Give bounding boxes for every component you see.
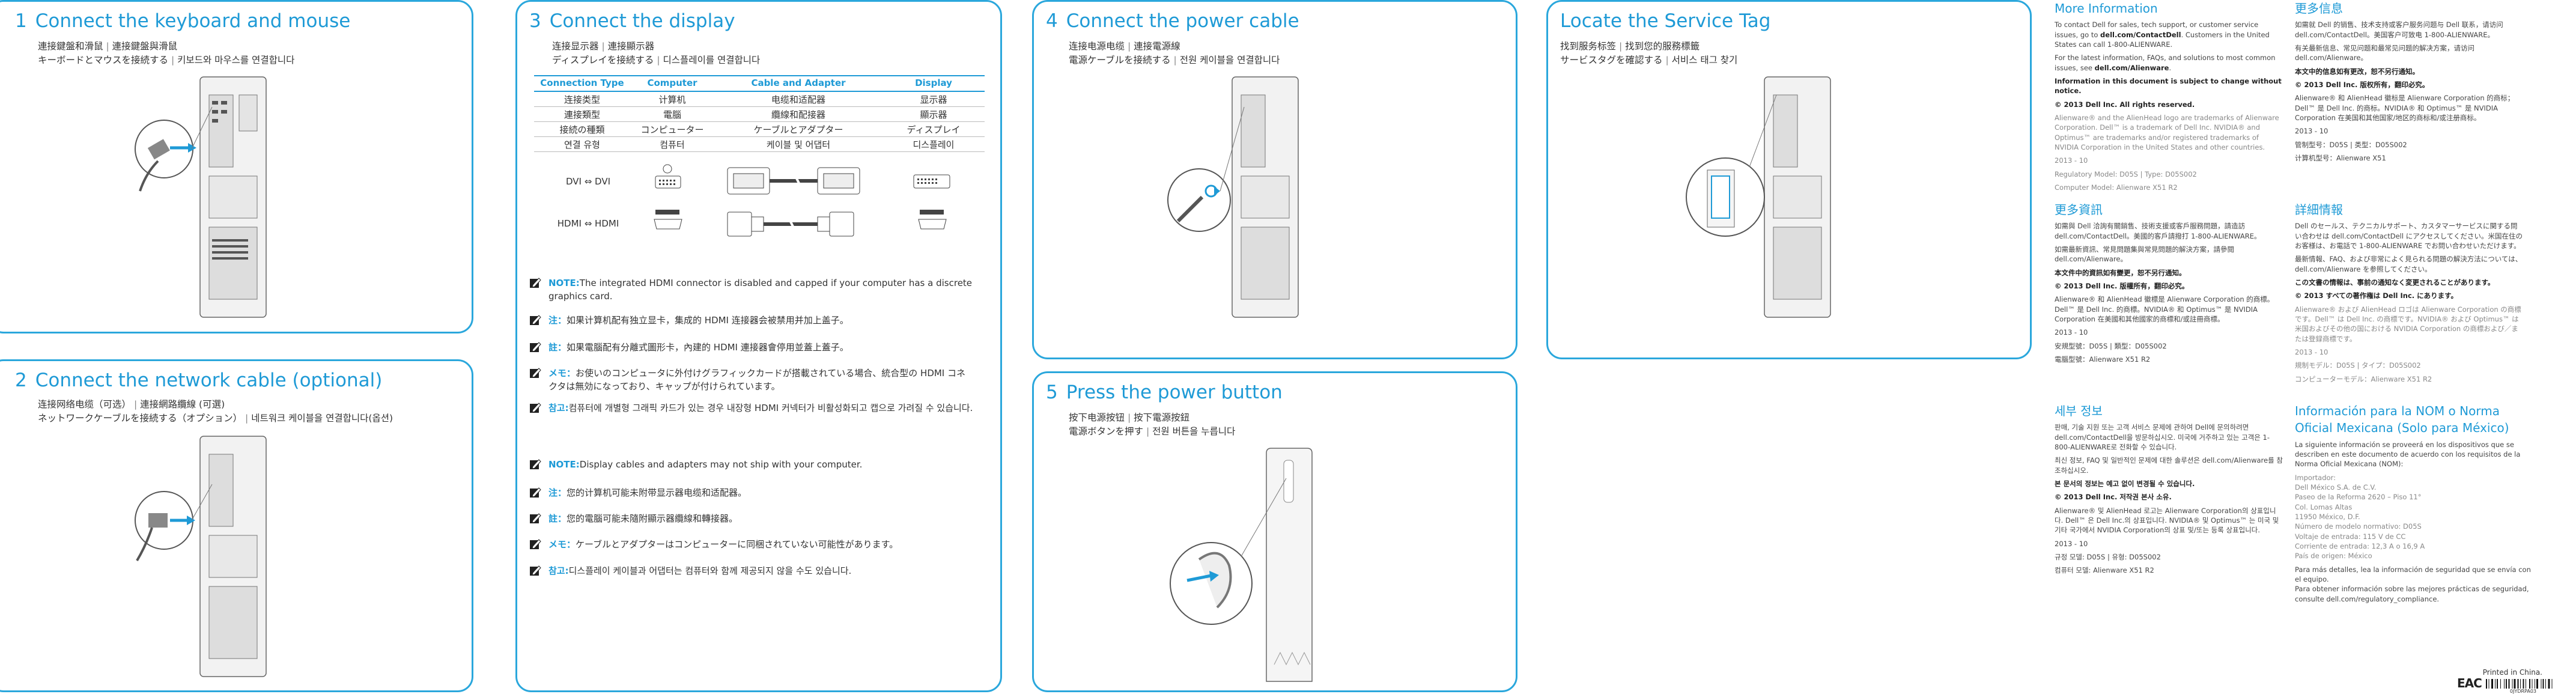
subtitle-zh: 连接网络电缆（可选） | 連接網路纜線 (可選)	[38, 399, 225, 410]
subtitle-ja-ko: 電源ボタンを押す | 전원 버튼을 누릅니다	[1069, 426, 1236, 437]
note-label: 注：	[548, 315, 567, 326]
note-label: NOTE:	[548, 459, 580, 470]
note-item: NOTE:Display cables and adapters may not…	[529, 458, 974, 472]
info-simplified-chinese: 更多信息 如需就 Dell 的销售、技术支持或客户服务问题与 Dell 联系，请…	[2295, 0, 2523, 166]
info-title: Información para la NOM o Norma Oficial …	[2295, 404, 2509, 436]
note-pencil-icon	[530, 565, 541, 576]
computer-rear-network-illustration	[135, 436, 267, 677]
panel-locate-service-tag: Locate the Service Tag 找到服务标签 | 找到您的服務標籤…	[1546, 0, 2032, 359]
note-pencil-icon	[530, 278, 541, 288]
computer-front-power-button-illustration	[1170, 448, 1313, 682]
note-text: 如果计算机配有独立显卡，集成的 HDMI 连接器会被禁用并加上盖子。	[567, 315, 849, 326]
info-title: 更多信息	[2295, 1, 2343, 16]
table-row: 连接类型计算机电缆和适配器显示器	[534, 91, 985, 107]
dvi-label: DVI ⇔ DVI	[565, 176, 611, 187]
note-text: The integrated HDMI connector is disable…	[548, 278, 973, 302]
info-title: More Information	[2055, 1, 2158, 16]
subtitle-ja-ko: ディスプレイを接続する | 디스플레이를 연결합니다	[552, 55, 761, 65]
connection-table: Connection Type Computer Cable and Adapt…	[534, 75, 985, 152]
subtitle-zh: 连接显示器 | 連接顯示器	[552, 41, 655, 52]
note-text: お使いのコンピュータに外付けグラフィックカードが搭載されている場合、統合型の H…	[548, 368, 966, 392]
hdmi-connectors-icon	[654, 210, 947, 237]
dvi-connectors-icon	[655, 164, 950, 195]
note-item: NOTE:The integrated HDMI connector is di…	[529, 277, 974, 303]
computer-rear-power-illustration	[1167, 76, 1299, 318]
eac-mark: EAC	[2457, 676, 2482, 690]
note-pencil-icon	[530, 368, 541, 378]
subtitle-ja-ko: サービスタグを確認する | 서비스 태그 찾기	[1560, 55, 1738, 65]
note-text: 您的计算机可能未附带显示器电缆和适配器。	[567, 487, 747, 498]
subtitle-ja-ko: キーボードとマウスを接続する | 키보드와 마우스를 연결합니다	[38, 55, 295, 65]
note-text: Display cables and adapters may not ship…	[579, 459, 863, 470]
note-pencil-icon	[530, 315, 541, 325]
subtitle-zh: 按下电源按钮 | 按下電源按鈕	[1069, 412, 1190, 423]
barcode-icon	[2486, 679, 2553, 689]
header-cable-adapter: Cable and Adapter	[714, 75, 882, 92]
header-connection-type: Connection Type	[534, 75, 630, 92]
info-traditional-chinese: 更多資訊 如需與 Dell 洽詢有關銷售、技術支援或客戶服務問題，請造訪 del…	[2055, 201, 2283, 368]
header-computer: Computer	[630, 75, 714, 92]
note-label: 註：	[548, 342, 567, 353]
note-label: 注：	[548, 487, 567, 498]
note-item: メモ：お使いのコンピュータに外付けグラフィックカードが搭載されている場合、統合型…	[529, 367, 974, 394]
note-pencil-icon	[530, 342, 541, 352]
note-item: 註：如果電腦配有分離式圖形卡，內建的 HDMI 連接器會停用並蓋上蓋子。	[529, 341, 974, 355]
info-title: 세부 정보	[2055, 404, 2103, 418]
note-item: 참고:디스플레이 케이블과 어댑터는 컴퓨터와 함께 제공되지 않을 수도 있습…	[529, 565, 974, 578]
subtitle-zh: 連接鍵盤和滑鼠 | 連接鍵盤與滑鼠	[38, 41, 178, 52]
note-label: 註：	[548, 513, 567, 524]
info-title: 詳細情報	[2295, 202, 2343, 217]
info-mexico-nom: Información para la NOM o Norma Oficial …	[2295, 403, 2535, 607]
note-text: ケーブルとアダプターはコンピューターに同梱されていない可能性があります。	[576, 539, 899, 550]
note-text: 如果電腦配有分離式圖形卡，內建的 HDMI 連接器會停用並蓋上蓋子。	[567, 342, 849, 353]
subtitle-ja-ko: 電源ケーブルを接続する | 전원 케이블을 연결합니다	[1069, 55, 1280, 65]
note-pencil-icon	[530, 487, 541, 498]
note-label: メモ：	[548, 368, 576, 379]
hdmi-label: HDMI ⇔ HDMI	[557, 218, 619, 229]
note-item: メモ：ケーブルとアダプターはコンピューターに同梱されていない可能性があります。	[529, 538, 974, 552]
header-display: Display	[882, 75, 985, 92]
info-korean: 세부 정보 판매, 기술 지원 또는 고객 서비스 문제에 관하여 Dell에 …	[2055, 404, 2283, 575]
note-pencil-icon	[530, 539, 541, 549]
barcode-number: 0JYDRPA03	[2510, 689, 2537, 694]
printed-in-text: Printed in China.	[2482, 668, 2542, 677]
note-text: 디스플레이 케이블과 어댑터는 컴퓨터와 함께 제공되지 않을 수도 있습니다.	[568, 565, 852, 576]
subtitle-ja-ko: ネットワークケーブルを接続する（オプション） | 네트워크 케이블을 연결합니다…	[38, 413, 393, 424]
computer-rear-service-tag-illustration	[1686, 76, 1831, 318]
note-pencil-icon	[530, 459, 541, 469]
note-item: 註：您的電腦可能未隨附顯示器纜線和轉接器。	[529, 513, 974, 526]
note-label: NOTE:	[548, 278, 580, 288]
note-item: 注：您的计算机可能未附带显示器电缆和适配器。	[529, 487, 974, 500]
table-row: 接続の種類コンピューターケーブルとアダプターディスプレイ	[534, 121, 985, 137]
computer-rear-keyboard-illustration	[135, 76, 267, 318]
note-label: 참고:	[548, 565, 569, 576]
note-label: 참고:	[548, 403, 569, 413]
note-text: 컴퓨터에 개별형 그래픽 카드가 있는 경우 내장형 HDMI 커넥터가 비활성…	[568, 403, 973, 413]
info-japanese: 詳細情報 Dell のセールス、テクニカルサポート、カスタマーサービスに関する問…	[2295, 202, 2523, 383]
panel-title: Locate the Service Tag	[1560, 10, 1771, 32]
note-pencil-icon	[530, 403, 541, 413]
note-pencil-icon	[530, 513, 541, 523]
note-label: メモ：	[548, 539, 576, 550]
info-english: More Information To contact Dell for sal…	[2055, 0, 2283, 196]
note-item: 참고:컴퓨터에 개별형 그래픽 카드가 있는 경우 내장형 HDMI 커넥터가 …	[529, 402, 974, 415]
note-text: 您的電腦可能未隨附顯示器纜線和轉接器。	[567, 513, 738, 524]
subtitle-zh: 找到服务标签 | 找到您的服務標籤	[1560, 41, 1700, 52]
subtitle-zh: 连接电源电缆 | 連接電源線	[1069, 41, 1180, 52]
table-row: 連接類型電腦纜線和配接器顯示器	[534, 106, 985, 122]
note-item: 注：如果计算机配有独立显卡，集成的 HDMI 连接器会被禁用并加上盖子。	[529, 314, 974, 327]
info-title: 更多資訊	[2055, 202, 2103, 217]
